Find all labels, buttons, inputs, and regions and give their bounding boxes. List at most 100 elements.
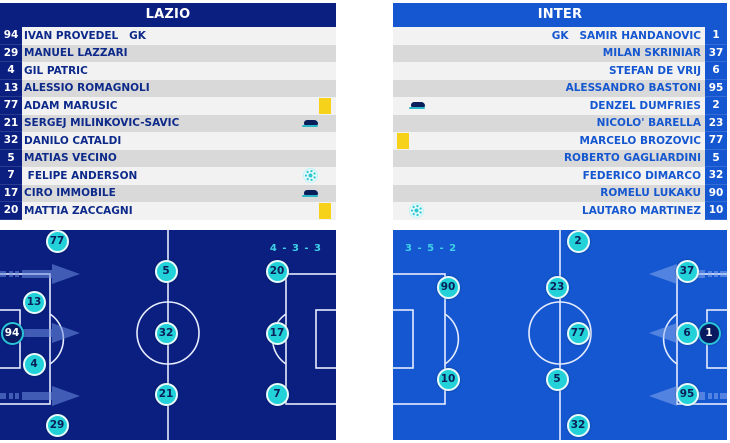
player-number: 77: [0, 97, 22, 115]
goal-event: [303, 167, 318, 185]
yellow-card-icon: [397, 132, 409, 149]
inter-pitch-player[interactable]: 5: [545, 367, 569, 391]
goal-event: [409, 202, 424, 220]
inter-pitch-player[interactable]: 77: [566, 321, 590, 345]
player-number: 7: [0, 167, 22, 185]
inter-team-header: INTER: [393, 3, 727, 27]
player-number: 90: [705, 184, 727, 202]
player-name: DANILO CATALDI: [24, 134, 122, 147]
inter-pitch-player[interactable]: 90: [436, 275, 460, 299]
player-name: LAUTARO MARTINEZ: [582, 204, 701, 217]
lazio-pitch-player[interactable]: 17: [265, 321, 289, 345]
player-name: MANUEL LAZZARI: [24, 47, 128, 60]
attack-arrow-middle: [22, 323, 80, 343]
player-number: 10: [705, 202, 727, 220]
right-penalty-arc: [662, 313, 678, 365]
lazio-pitch-player[interactable]: 20: [265, 259, 289, 283]
inter-pitch-player-gk[interactable]: 1: [697, 321, 721, 345]
left-penalty-arc: [444, 313, 460, 365]
player-name: ADAM MARUSIC: [24, 99, 118, 112]
inter-player-row[interactable]: 90 ROMELU LUKAKU: [393, 184, 727, 202]
assist-event: [409, 97, 425, 115]
lazio-pitch-player[interactable]: 32: [154, 321, 178, 345]
player-name: MATTIA ZACCAGNI: [24, 204, 133, 217]
inter-lineup-panel: INTER 1 GK SAMIR HANDANOVIC 37 MILAN SKRINI…: [393, 3, 727, 220]
right-goal-area: [315, 309, 336, 369]
player-name: MILAN SKRINIAR: [602, 47, 701, 60]
player-number: 5: [705, 149, 727, 167]
player-number: 5: [0, 149, 22, 167]
inter-pitch-player[interactable]: 10: [436, 367, 460, 391]
player-number: 37: [705, 44, 727, 62]
player-number: 95: [705, 79, 727, 97]
assist-event: [302, 185, 318, 203]
attack-arrow-bottom: [0, 386, 80, 406]
lazio-pitch-player[interactable]: 77: [45, 230, 69, 253]
inter-player-row[interactable]: 1 GK SAMIR HANDANOVIC: [393, 27, 727, 45]
lazio-pitch-player[interactable]: 13: [22, 290, 46, 314]
player-name: STEFAN DE VRIJ: [608, 64, 701, 77]
lazio-formation-label: 4 - 3 - 3: [269, 243, 322, 254]
player-number: 4: [0, 62, 22, 80]
inter-pitch-player[interactable]: 95: [675, 382, 699, 406]
inter-pitch-player[interactable]: 37: [675, 259, 699, 283]
player-number: 21: [0, 114, 22, 132]
player-number: 17: [0, 184, 22, 202]
player-number: 32: [0, 132, 22, 150]
inter-player-row[interactable]: 37 MILAN SKRINIAR: [393, 44, 727, 62]
lazio-pitch-player[interactable]: 5: [154, 259, 178, 283]
lazio-pitch-player-gk[interactable]: 94: [0, 321, 24, 345]
player-name: CIRO IMMOBILE: [24, 187, 116, 200]
lazio-player-row[interactable]: 7 FELIPE ANDERSON: [0, 167, 336, 185]
player-number: 13: [0, 79, 22, 97]
player-number: 29: [0, 44, 22, 62]
right-penalty-area: [285, 273, 336, 405]
inter-pitch-player[interactable]: 6: [675, 321, 699, 345]
inter-pitch-player[interactable]: 23: [545, 275, 569, 299]
player-name: ROMELU LUKAKU: [600, 187, 701, 200]
lazio-pitch-player[interactable]: 7: [265, 382, 289, 406]
left-penalty-arc: [49, 313, 65, 365]
player-name: GK SAMIR HANDANOVIC: [551, 29, 701, 42]
lazio-pitch-player[interactable]: 21: [154, 382, 178, 406]
player-name: FEDERICO DIMARCO: [582, 169, 701, 182]
football-boot-icon: [409, 102, 425, 110]
inter-formation-pitch: 3 - 5 - 2 1 37 6 95 2 23 77 5 32 90 10: [393, 230, 727, 440]
player-number: 77: [705, 132, 727, 150]
lazio-pitch-player[interactable]: 29: [45, 413, 69, 437]
player-number: 32: [705, 167, 727, 185]
player-number: 20: [0, 202, 22, 220]
inter-player-row[interactable]: 32 FEDERICO DIMARCO: [393, 167, 727, 185]
inter-formation-label: 3 - 5 - 2: [405, 243, 458, 254]
lazio-formation-pitch: 4 - 3 - 3 94 77 13 4 29 5 32 21 20 17 7: [0, 230, 336, 440]
player-number: 1: [705, 27, 727, 45]
player-name: MATIAS VECINO: [24, 152, 117, 165]
inter-player-row[interactable]: 10 LAUTARO MARTINEZ: [393, 202, 727, 220]
inter-pitch-player[interactable]: 32: [566, 413, 590, 437]
player-number: 94: [0, 27, 22, 45]
center-circle: [528, 301, 592, 365]
booking-event: [397, 132, 409, 150]
lazio-pitch-player[interactable]: 4: [22, 352, 46, 376]
inter-pitch-player[interactable]: 2: [566, 230, 590, 253]
player-name: SERGEJ MILINKOVIC-SAVIC: [24, 117, 180, 130]
